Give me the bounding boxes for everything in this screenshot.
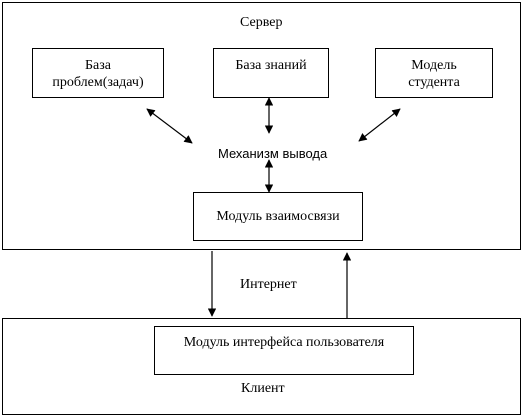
student-model-label: Модель студента [408, 58, 460, 90]
ui-module-label: Модуль интерфейса пользователя [183, 335, 385, 350]
ui-module-box: Модуль интерфейса пользователя [154, 326, 414, 375]
arrow-student-inference [358, 108, 401, 142]
interaction-module-box: Модуль взаимосвязи [193, 192, 363, 241]
arrow-problem-inference [146, 108, 193, 144]
client-title: Клиент [241, 381, 285, 396]
server-title: Сервер [240, 15, 283, 30]
problem-base-box: База проблем(задач) [32, 48, 164, 98]
inference-engine-label: Механизм вывода [218, 146, 328, 161]
student-model-box: Модель студента [375, 48, 493, 98]
problem-base-label: База проблем(задач) [52, 58, 144, 90]
internet-label: Интернет [240, 277, 297, 292]
interaction-module-label: Модуль взаимосвязи [216, 209, 340, 224]
knowledge-base-label: База знаний [235, 58, 307, 73]
